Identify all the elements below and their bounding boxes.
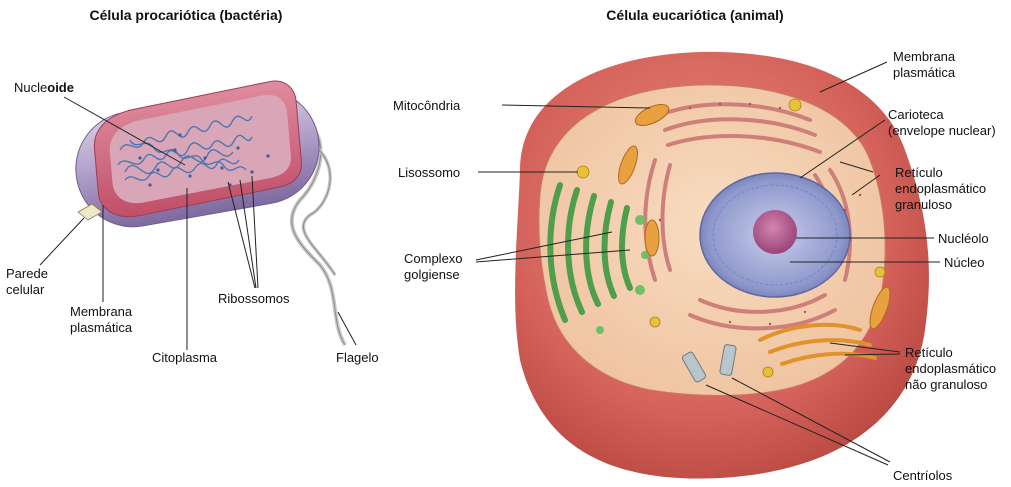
label-nucleolus: Nucléolo	[938, 231, 989, 246]
leader-flagellum	[337, 311, 357, 346]
bacterium-cytoplasm	[109, 94, 291, 204]
leader-ribosome-3	[251, 175, 259, 289]
label-smooth-er-3: não granuloso	[905, 377, 987, 392]
label-smooth-er-2: endoplasmático	[905, 361, 996, 376]
leader-rough-er-1	[839, 161, 874, 173]
label-ribosomes: Ribossomos	[218, 291, 290, 306]
leader-mitochondrion	[501, 104, 651, 109]
leader-smooth-er-2	[844, 353, 901, 356]
label-flagellum: Flagelo	[336, 350, 379, 365]
label-lysosome: Lisossomo	[398, 165, 460, 180]
label-karyotheca-2: (envelope nuclear)	[888, 123, 996, 138]
animal-cell-illustration	[515, 51, 929, 479]
leader-golgi-1	[475, 231, 613, 261]
leader-membrane-euk	[819, 61, 888, 93]
label-rough-er-2: endoplasmático	[895, 181, 986, 196]
cell-wall-tab	[77, 203, 103, 221]
label-golgi-1: Complexo	[404, 251, 463, 266]
label-membrane-1: Membrana	[70, 304, 133, 319]
label-cell-wall-1: Parede	[6, 266, 48, 281]
leader-golgi-2	[475, 249, 631, 263]
eukaryote-title: Célula eucariótica (animal)	[606, 7, 783, 23]
leader-nucleoid	[63, 96, 186, 166]
label-membrane-2: plasmática	[70, 320, 133, 335]
label-golgi-2: golgiense	[404, 267, 460, 282]
label-nucleoid: Nucleoide	[14, 80, 74, 95]
lysosome-shapes	[576, 98, 886, 378]
mitochondria-shape	[618, 103, 891, 330]
centrioles-shape	[681, 344, 737, 383]
leader-ribosome-1	[227, 181, 256, 289]
rough-er-shape	[643, 102, 852, 331]
label-karyotheca-1: Carioteca	[888, 107, 944, 122]
label-cytoplasm: Citoplasma	[152, 350, 218, 365]
leader-rough-er-2	[851, 174, 881, 196]
leader-centriole-2	[731, 377, 891, 463]
leader-smooth-er-1	[829, 342, 901, 353]
bacterium-illustration	[75, 80, 347, 347]
ribosome-dots	[138, 133, 270, 187]
leader-centriole-1	[705, 384, 889, 466]
label-smooth-er-1: Retículo	[905, 345, 953, 360]
label-centrioles: Centríolos	[893, 468, 953, 483]
nucleoid-shape	[117, 115, 253, 181]
leader-ribosome-2	[239, 179, 257, 289]
leader-cell-wall	[39, 217, 85, 266]
golgi-vesicles	[596, 215, 649, 334]
nucleolus-shape	[753, 210, 797, 254]
label-rough-er-3: granuloso	[895, 197, 952, 212]
label-membrane-euk-2: plasmática	[893, 65, 956, 80]
label-mitochondrion: Mitocôndria	[393, 98, 461, 113]
label-nucleus: Núcleo	[944, 255, 984, 270]
label-cell-wall-2: celular	[6, 282, 45, 297]
prokaryote-title: Célula procariótica (bactéria)	[90, 7, 283, 23]
leader-karyotheca	[799, 119, 886, 179]
label-rough-er-1: Retículo	[895, 165, 943, 180]
label-membrane-euk-1: Membrana	[893, 49, 956, 64]
smooth-er-shape	[758, 322, 877, 366]
golgi-shape	[547, 182, 633, 323]
